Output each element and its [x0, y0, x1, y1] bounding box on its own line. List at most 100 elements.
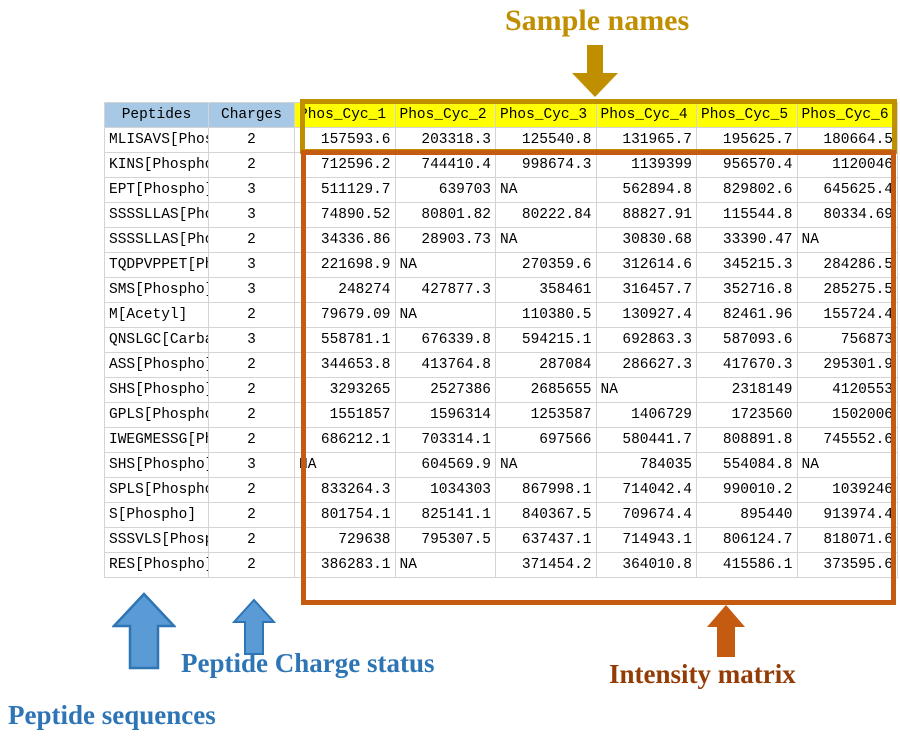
cell-intensity[interactable]: 784035 — [595, 452, 697, 478]
cell-intensity[interactable]: 352716.8 — [696, 277, 798, 303]
column-header-sample-4[interactable]: Phos_Cyc_4 — [595, 102, 697, 128]
cell-intensity[interactable]: 806124.7 — [696, 527, 798, 553]
cell-intensity[interactable]: 88827.91 — [595, 202, 697, 228]
column-header-sample-2[interactable]: Phos_Cyc_2 — [394, 102, 496, 128]
cell-peptide[interactable]: QNSLGC[Carbamidomethyl] — [104, 327, 209, 353]
table-row[interactable]: TQDPVPPET[Phospho]3221698.9NA270359.6312… — [104, 252, 898, 278]
cell-intensity[interactable]: 2685655 — [495, 377, 597, 403]
cell-intensity[interactable]: 703314.1 — [394, 427, 496, 453]
table-row[interactable]: GPLS[Phospho]215518571596314125358714067… — [104, 402, 898, 428]
table-row[interactable]: SSSVLS[Phospho]2729638795307.5637437.171… — [104, 527, 898, 553]
column-header-sample-6[interactable]: Phos_Cyc_6 — [796, 102, 898, 128]
column-header-peptides[interactable]: Peptides — [104, 102, 209, 128]
cell-intensity[interactable]: 371454.2 — [495, 552, 597, 578]
cell-peptide[interactable]: SPLS[Phospho] — [104, 477, 209, 503]
cell-intensity[interactable]: 157593.6 — [294, 127, 396, 153]
table-row[interactable]: QNSLGC[Carbamidomethyl]3558781.1676339.8… — [104, 327, 898, 353]
cell-intensity[interactable]: 840367.5 — [495, 502, 597, 528]
cell-intensity[interactable]: 714042.4 — [595, 477, 697, 503]
cell-intensity[interactable]: 386283.1 — [294, 552, 396, 578]
spreadsheet-grid[interactable]: Peptides Charges Phos_Cyc_1 Phos_Cyc_2 P… — [104, 102, 898, 594]
peptide-intensity-table[interactable]: Peptides Charges Phos_Cyc_1 Phos_Cyc_2 P… — [104, 102, 898, 578]
cell-intensity[interactable]: 312614.6 — [595, 252, 697, 278]
cell-charge[interactable]: 3 — [208, 452, 295, 478]
cell-charge[interactable]: 2 — [208, 227, 295, 253]
cell-intensity[interactable]: 913974.4 — [796, 502, 898, 528]
cell-intensity[interactable]: 795307.5 — [394, 527, 496, 553]
cell-peptide[interactable]: S[Phospho] — [104, 502, 209, 528]
cell-charge[interactable]: 2 — [208, 152, 295, 178]
cell-charge[interactable]: 2 — [208, 402, 295, 428]
cell-intensity[interactable]: 155724.4 — [796, 302, 898, 328]
cell-charge[interactable]: 2 — [208, 127, 295, 153]
cell-intensity[interactable]: 221698.9 — [294, 252, 396, 278]
cell-intensity[interactable]: NA — [495, 177, 597, 203]
cell-intensity[interactable]: 1120046 — [796, 152, 898, 178]
cell-intensity[interactable]: 345215.3 — [696, 252, 798, 278]
cell-intensity[interactable]: 801754.1 — [294, 502, 396, 528]
cell-charge[interactable]: 3 — [208, 252, 295, 278]
cell-intensity[interactable]: NA — [495, 227, 597, 253]
column-header-sample-5[interactable]: Phos_Cyc_5 — [696, 102, 798, 128]
cell-intensity[interactable]: 692863.3 — [595, 327, 697, 353]
cell-peptide[interactable]: SHS[Phospho] — [104, 452, 209, 478]
cell-intensity[interactable]: 511129.7 — [294, 177, 396, 203]
cell-intensity[interactable]: 427877.3 — [394, 277, 496, 303]
column-header-sample-3[interactable]: Phos_Cyc_3 — [495, 102, 597, 128]
cell-intensity[interactable]: 2318149 — [696, 377, 798, 403]
cell-intensity[interactable]: 285275.5 — [796, 277, 898, 303]
table-row[interactable]: SSSSLLAS[Phospho]234336.8628903.73NA3083… — [104, 227, 898, 253]
cell-intensity[interactable]: 587093.6 — [696, 327, 798, 353]
cell-peptide[interactable]: RES[Phospho] — [104, 552, 209, 578]
cell-intensity[interactable]: 82461.96 — [696, 302, 798, 328]
cell-intensity[interactable]: 373595.6 — [796, 552, 898, 578]
cell-intensity[interactable]: 74890.52 — [294, 202, 396, 228]
cell-intensity[interactable]: 604569.9 — [394, 452, 496, 478]
cell-charge[interactable]: 3 — [208, 177, 295, 203]
cell-intensity[interactable]: 1502006 — [796, 402, 898, 428]
cell-intensity[interactable]: 895440 — [696, 502, 798, 528]
cell-intensity[interactable]: 990010.2 — [696, 477, 798, 503]
cell-intensity[interactable]: 1596314 — [394, 402, 496, 428]
cell-intensity[interactable]: 867998.1 — [495, 477, 597, 503]
cell-charge[interactable]: 2 — [208, 352, 295, 378]
cell-intensity[interactable]: 676339.8 — [394, 327, 496, 353]
cell-intensity[interactable]: 270359.6 — [495, 252, 597, 278]
cell-peptide[interactable]: SMS[Phospho] — [104, 277, 209, 303]
cell-peptide[interactable]: EPT[Phospho] — [104, 177, 209, 203]
cell-peptide[interactable]: SSSVLS[Phospho] — [104, 527, 209, 553]
table-row[interactable]: IWEGMESSG[Phospho]2686212.1703314.169756… — [104, 427, 898, 453]
cell-intensity[interactable]: 413764.8 — [394, 352, 496, 378]
cell-intensity[interactable]: 316457.7 — [595, 277, 697, 303]
cell-intensity[interactable]: 203318.3 — [394, 127, 496, 153]
cell-intensity[interactable]: NA — [394, 302, 496, 328]
cell-charge[interactable]: 3 — [208, 277, 295, 303]
cell-intensity[interactable]: 998674.3 — [495, 152, 597, 178]
cell-intensity[interactable]: 286627.3 — [595, 352, 697, 378]
cell-intensity[interactable]: 637437.1 — [495, 527, 597, 553]
cell-intensity[interactable]: 712596.2 — [294, 152, 396, 178]
cell-intensity[interactable]: 697566 — [495, 427, 597, 453]
cell-intensity[interactable]: 195625.7 — [696, 127, 798, 153]
cell-intensity[interactable]: 4120553 — [796, 377, 898, 403]
column-header-charges[interactable]: Charges — [208, 102, 295, 128]
cell-intensity[interactable]: 709674.4 — [595, 502, 697, 528]
cell-charge[interactable]: 2 — [208, 377, 295, 403]
cell-intensity[interactable]: 131965.7 — [595, 127, 697, 153]
cell-intensity[interactable]: NA — [595, 377, 697, 403]
cell-intensity[interactable]: 3293265 — [294, 377, 396, 403]
cell-intensity[interactable]: 33390.47 — [696, 227, 798, 253]
cell-intensity[interactable]: 558781.1 — [294, 327, 396, 353]
cell-intensity[interactable]: 594215.1 — [495, 327, 597, 353]
cell-intensity[interactable]: 744410.4 — [394, 152, 496, 178]
cell-intensity[interactable]: 1406729 — [595, 402, 697, 428]
cell-peptide[interactable]: KINS[Phospho] — [104, 152, 209, 178]
cell-peptide[interactable]: GPLS[Phospho] — [104, 402, 209, 428]
cell-intensity[interactable]: 580441.7 — [595, 427, 697, 453]
cell-intensity[interactable]: 829802.6 — [696, 177, 798, 203]
